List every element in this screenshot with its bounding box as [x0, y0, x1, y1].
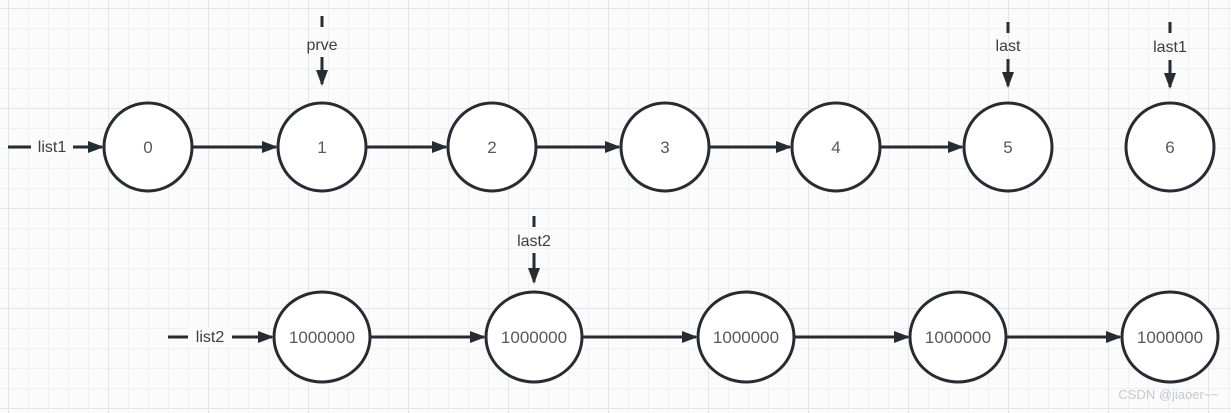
node-value: 4 — [831, 138, 840, 157]
list2-group: list2 1000000 1000000 1000000 1000000 10… — [168, 216, 1220, 384]
pointer-last1: last1 — [1153, 22, 1187, 89]
pointer-label: last1 — [1153, 39, 1187, 56]
list1-node: 0 — [102, 101, 194, 193]
pointer-last2: last2 — [517, 216, 551, 284]
node-value: 3 — [660, 138, 669, 157]
list1-node: 2 — [446, 101, 538, 193]
pointer-label: last — [996, 38, 1021, 55]
node-value: 1000000 — [1137, 328, 1203, 347]
list2-entry-label: list2 — [196, 329, 225, 346]
node-value: 5 — [1003, 138, 1012, 157]
pointer-label: prve — [306, 37, 337, 54]
list1-group: list1 0 1 2 3 4 5 6 — [8, 16, 1216, 193]
list2-node: 1000000 — [696, 290, 796, 384]
list1-entry-label: list1 — [38, 139, 67, 156]
node-circle — [1120, 290, 1220, 384]
node-circle — [962, 101, 1054, 193]
list1-node: 6 — [1124, 101, 1216, 193]
node-value: 0 — [143, 138, 152, 157]
node-value: 1000000 — [925, 328, 991, 347]
list2-node: 1000000 — [484, 290, 584, 384]
node-value: 1000000 — [501, 328, 567, 347]
list1-node: 5 — [962, 101, 1054, 193]
node-value: 1 — [317, 138, 326, 157]
list1-entry-label-bg — [31, 137, 73, 157]
list2-node: 1000000 — [908, 290, 1008, 384]
list2-node: 1000000 — [272, 290, 372, 384]
list1-node: 4 — [790, 101, 882, 193]
pointer-last: last — [996, 22, 1021, 88]
list2-entry-label-bg — [188, 327, 232, 347]
pointer-prve: prve — [306, 16, 338, 86]
node-value: 6 — [1165, 138, 1174, 157]
list2-node: 1000000 — [1120, 290, 1220, 384]
watermark-text: CSDN @jiaoer~~ — [1118, 387, 1219, 402]
list1-node: 3 — [619, 101, 711, 193]
pointer-label: last2 — [517, 233, 551, 250]
node-value: 2 — [487, 138, 496, 157]
node-circle — [1124, 101, 1216, 193]
list1-node: 1 — [276, 101, 368, 193]
node-value: 1000000 — [289, 328, 355, 347]
node-value: 1000000 — [713, 328, 779, 347]
